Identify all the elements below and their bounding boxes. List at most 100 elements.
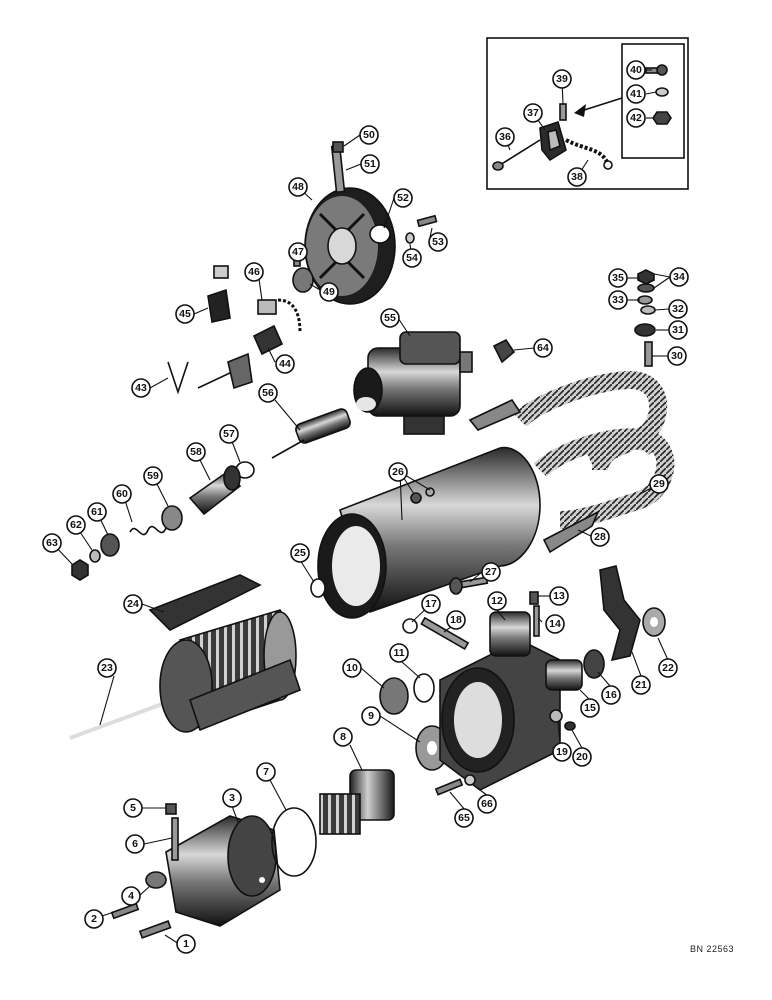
svg-text:66: 66 xyxy=(481,798,493,810)
cup-59-shape xyxy=(161,505,183,531)
svg-text:21: 21 xyxy=(635,679,647,691)
callout-38: 38 xyxy=(567,167,587,187)
screw-53-shape xyxy=(416,214,438,228)
callout-29: 29 xyxy=(649,474,669,494)
callout-56: 56 xyxy=(258,383,278,403)
callout-52: 52 xyxy=(393,188,413,208)
svg-text:2: 2 xyxy=(91,913,97,925)
svg-text:25: 25 xyxy=(294,547,306,559)
svg-text:46: 46 xyxy=(248,266,260,278)
callout-23: 23 xyxy=(97,658,117,678)
field-frame-26-shape xyxy=(317,446,541,619)
brush-holder-45-shape xyxy=(207,288,231,323)
callout-30: 30 xyxy=(667,346,687,366)
svg-text:5: 5 xyxy=(130,802,136,814)
screw-13-shape xyxy=(529,591,539,605)
field-coil-29-shape xyxy=(513,370,675,529)
washer-33-shape xyxy=(637,295,653,305)
lever-housing-12-shape xyxy=(439,611,561,791)
callout-43: 43 xyxy=(131,378,151,398)
svg-text:36: 36 xyxy=(499,131,511,143)
callout-37: 37 xyxy=(523,103,543,123)
svg-text:28: 28 xyxy=(594,531,606,543)
callout-13: 13 xyxy=(549,586,569,606)
callout-50: 50 xyxy=(359,125,379,145)
svg-text:1: 1 xyxy=(183,938,189,950)
brush-spring-44-shape xyxy=(252,324,284,356)
svg-text:52: 52 xyxy=(397,192,409,204)
callout-31: 31 xyxy=(668,320,688,340)
svg-text:38: 38 xyxy=(571,171,583,183)
svg-text:54: 54 xyxy=(406,252,418,264)
screw-1-shape xyxy=(138,920,172,939)
svg-text:11: 11 xyxy=(393,647,404,659)
washer-54-shape xyxy=(405,232,415,244)
frame-plate-24-shape xyxy=(148,574,301,732)
pin-20-shape xyxy=(564,721,576,731)
inset-detail-box xyxy=(486,37,689,190)
callout-51: 51 xyxy=(360,154,380,174)
washer-32-shape xyxy=(640,305,656,315)
plug-52-shape xyxy=(369,224,391,244)
figure-reference: BN 22563 xyxy=(690,944,735,954)
callout-9: 9 xyxy=(361,706,381,726)
svg-text:34: 34 xyxy=(673,271,685,283)
callout-39: 39 xyxy=(552,69,572,89)
pole-shoe-28-shape xyxy=(542,510,600,554)
spring-43-shape xyxy=(167,361,189,395)
callout-46: 46 xyxy=(244,262,264,282)
svg-text:37: 37 xyxy=(527,107,539,119)
stud-6-shape xyxy=(171,817,179,861)
bushing-15-shape xyxy=(545,659,583,691)
callout-14: 14 xyxy=(545,614,565,634)
callout-21: 21 xyxy=(631,675,651,695)
svg-text:17: 17 xyxy=(425,598,437,610)
washer-61-shape xyxy=(100,533,120,557)
svg-text:13: 13 xyxy=(553,590,565,602)
svg-text:65: 65 xyxy=(458,812,470,824)
inset-arrow xyxy=(577,97,623,113)
callout-64: 64 xyxy=(533,338,553,358)
svg-text:32: 32 xyxy=(672,303,684,315)
svg-text:30: 30 xyxy=(671,350,683,362)
svg-text:50: 50 xyxy=(363,129,375,141)
nut-35-shape xyxy=(637,269,655,285)
callout-49: 49 xyxy=(319,282,339,302)
svg-text:16: 16 xyxy=(605,689,617,701)
callout-54: 54 xyxy=(402,248,422,268)
svg-text:40: 40 xyxy=(630,64,642,76)
callout-55: 55 xyxy=(380,308,400,328)
callout-47: 47 xyxy=(288,242,308,262)
callout-22: 22 xyxy=(658,658,678,678)
svg-text:4: 4 xyxy=(128,890,134,902)
svg-text:35: 35 xyxy=(612,272,624,284)
svg-text:56: 56 xyxy=(262,387,274,399)
stud-14-shape xyxy=(533,605,540,637)
svg-text:10: 10 xyxy=(346,662,358,674)
svg-text:19: 19 xyxy=(556,746,568,758)
svg-text:62: 62 xyxy=(70,519,82,531)
washer-25-shape xyxy=(310,578,326,598)
callout-35: 35 xyxy=(608,268,628,288)
callout-59: 59 xyxy=(143,466,163,486)
svg-text:43: 43 xyxy=(135,382,147,394)
inner-hole-9 xyxy=(427,741,437,755)
callout-58: 58 xyxy=(186,442,206,462)
callout-57: 57 xyxy=(219,424,239,444)
callout-24: 24 xyxy=(123,594,143,614)
callout-6: 6 xyxy=(125,834,145,854)
svg-text:20: 20 xyxy=(576,751,588,763)
callout-17: 17 xyxy=(421,594,441,614)
svg-text:55: 55 xyxy=(384,312,396,324)
svg-text:42: 42 xyxy=(630,112,642,124)
svg-text:3: 3 xyxy=(229,792,235,804)
bushing-49-shape xyxy=(292,267,314,293)
callout-53: 53 xyxy=(428,232,448,252)
callout-20: 20 xyxy=(572,747,592,767)
svg-text:49: 49 xyxy=(323,286,335,298)
callout-65: 65 xyxy=(454,808,474,828)
callout-15: 15 xyxy=(580,698,600,718)
ring-17-shape xyxy=(402,618,418,634)
gasket-7-shape xyxy=(271,807,317,877)
